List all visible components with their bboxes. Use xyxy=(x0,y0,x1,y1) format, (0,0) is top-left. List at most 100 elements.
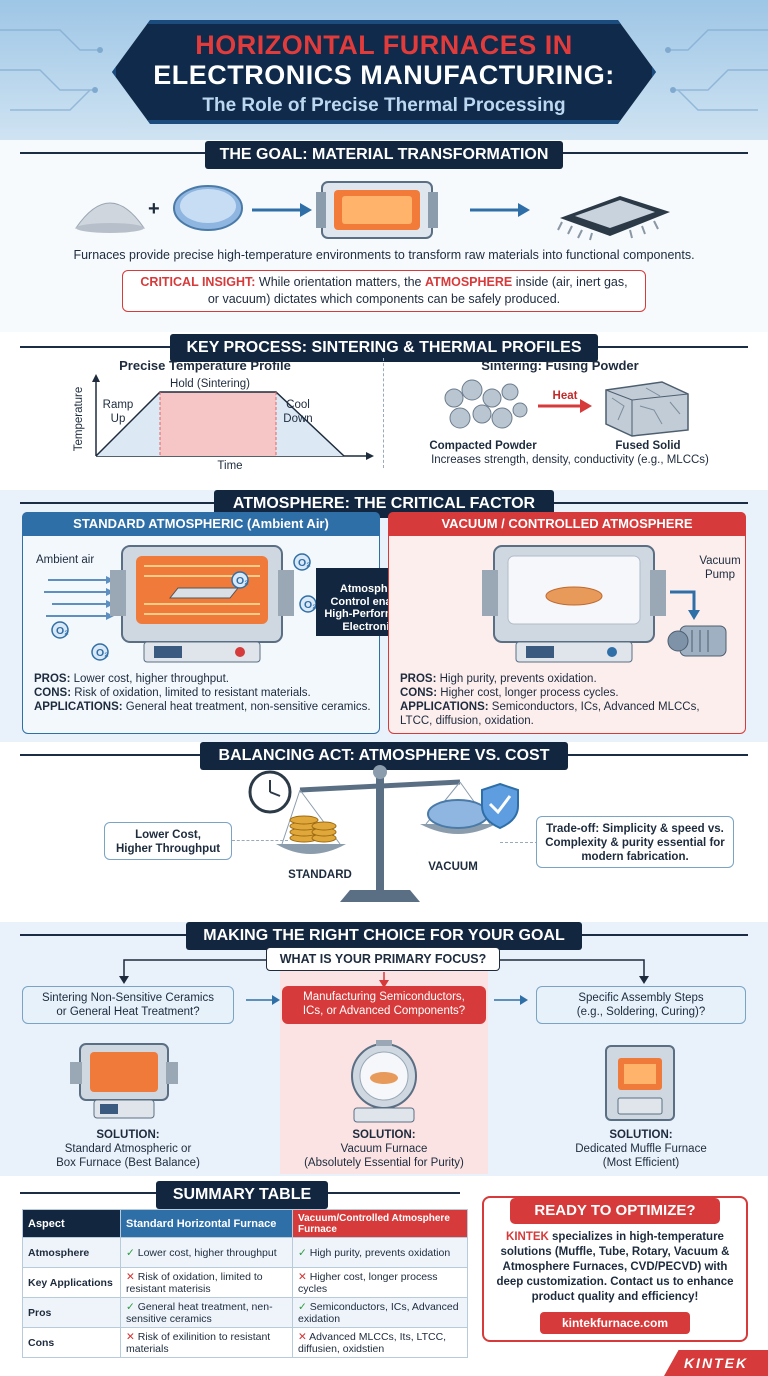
decision-tree-lines xyxy=(119,959,649,1005)
table-cell-vacuum: ✕ Advanced MLCCs, Its, LTCC, diffusien, … xyxy=(292,1327,468,1358)
vacuum-pump-icon xyxy=(667,625,727,657)
sintering-benefit: Increases strength, density, conductivit… xyxy=(431,454,709,466)
powder-label: Compacted Powder xyxy=(429,440,537,452)
page-title-line2: ELECTRONICS MANUFACTURING: xyxy=(153,60,615,90)
primary-focus-question: WHAT IS YOUR PRIMARY FOCUS? xyxy=(266,947,500,971)
table-cell-vacuum: ✓ Semiconductors, ICs, Advanced exidatio… xyxy=(292,1297,468,1328)
divider xyxy=(383,358,384,468)
arrow-right-icon xyxy=(470,203,530,217)
y-axis-label: Temperature xyxy=(73,386,85,452)
table-cell-vacuum: ✓ High purity, prevents oxidation xyxy=(292,1237,468,1268)
table-row: Pros✓ General heat treatment, nen-sensit… xyxy=(22,1297,468,1328)
heat-label: Heat xyxy=(552,390,578,402)
solution-label: SOLUTION: xyxy=(352,1129,416,1141)
vacuum-details: PROS: High purity, prevents oxidation. C… xyxy=(400,673,700,727)
section-title-balance: BALANCING ACT: ATMOSPHERE VS. COST xyxy=(200,742,568,770)
tradeoff-box: Trade-off: Simplicity & speed vs.Complex… xyxy=(536,816,734,868)
shield-check-icon xyxy=(481,782,519,830)
table-row: Cons✕ Risk of exilinition to resistant m… xyxy=(22,1327,468,1358)
vacuum-furnace-illustration xyxy=(482,545,727,663)
critical-insight-box: CRITICAL INSIGHT: While orientation matt… xyxy=(122,270,646,312)
option-assembly[interactable]: Specific Assembly Steps(e.g., Soldering,… xyxy=(536,986,746,1024)
summary-table: Aspect Standard Horizontal Furnace Vacuu… xyxy=(22,1209,468,1358)
lower-cost-box: Lower Cost,Higher Throughput xyxy=(104,822,232,860)
o2-label: O₂ xyxy=(56,625,69,637)
cta-title: READY TO OPTIMIZE? xyxy=(510,1198,720,1224)
standard-label: STANDARD xyxy=(288,869,352,881)
o2-label: O₂ xyxy=(236,575,249,587)
wafer-icon xyxy=(173,185,243,231)
table-header: Standard Horizontal Furnace xyxy=(120,1209,293,1238)
insight-text: inside (air, inert gas, xyxy=(512,275,628,289)
insight-text: or vacuum) dictates which components can… xyxy=(207,292,561,306)
temperature-profile-graph xyxy=(92,374,374,460)
muffle-furnace-icon xyxy=(605,1045,675,1121)
insight-highlight: ATMOSPHERE xyxy=(424,275,513,289)
box-furnace-icon xyxy=(70,1043,178,1119)
kintek-logo: KINTEK xyxy=(664,1350,768,1376)
coin-stack-icon xyxy=(289,815,337,843)
circuit-pattern-icon xyxy=(0,29,768,111)
arrow-right-icon xyxy=(252,203,312,217)
hold-label: Hold (Sintering) xyxy=(170,378,250,390)
microchip-icon xyxy=(557,196,670,241)
solution-label: SOLUTION: xyxy=(96,1129,160,1141)
balance-scale-illustration xyxy=(248,765,519,902)
website-link[interactable]: kintekfurnace.com xyxy=(540,1312,690,1334)
page-title-line1: HORIZONTAL FURNACES IN xyxy=(195,30,573,60)
fused-solid-icon xyxy=(605,381,689,437)
table-cell-aspect: Cons xyxy=(22,1327,121,1358)
compacted-powder-icon xyxy=(444,379,528,429)
o2-label: O₂ xyxy=(304,599,317,611)
powder-pile-icon xyxy=(75,202,145,233)
insight-text: While orientation matters, the xyxy=(255,275,425,289)
standard-details: PROS: Lower cost, higher throughput. CON… xyxy=(34,673,371,713)
standard-furnace-illustration xyxy=(44,545,317,663)
clock-icon xyxy=(248,770,292,814)
table-header: Vacuum/Controlled Atmosphere Furnace xyxy=(292,1209,468,1238)
standard-panel-title: STANDARD ATMOSPHERIC (Ambient Air) xyxy=(22,512,380,536)
scale-icon xyxy=(276,765,496,902)
fusing-title: Sintering: Fusing Powder xyxy=(481,358,639,373)
page-subtitle: The Role of Precise Thermal Processing xyxy=(202,95,566,116)
vacuum-panel-title: VACUUM / CONTROLLED ATMOSPHERE xyxy=(388,512,746,536)
insight-label: CRITICAL INSIGHT: xyxy=(140,275,256,289)
cta-text: KINTEK specializes in high-temperature s… xyxy=(496,1231,734,1303)
solid-label: Fused Solid xyxy=(615,440,681,452)
furnace-tube-icon xyxy=(316,181,438,239)
solution-label: SOLUTION: xyxy=(609,1129,673,1141)
solution-vacuum: Vacuum Furnace(Absolutely Essential for … xyxy=(304,1143,464,1169)
plus-sign: + xyxy=(148,198,160,220)
vacuum-furnace-icon xyxy=(351,1040,417,1123)
section-title-choice: MAKING THE RIGHT CHOICE FOR YOUR GOAL xyxy=(186,922,582,950)
o2-label: O₂ xyxy=(298,557,311,569)
option-semiconductors[interactable]: Manufacturing Semiconductors,ICs, or Adv… xyxy=(282,986,486,1024)
wafer-icon xyxy=(427,799,489,829)
vacuum-furnace-icon xyxy=(482,545,666,663)
table-cell-standard: ✓ Lower cost, higher throughput xyxy=(120,1237,293,1268)
table-cell-aspect: Key Applications xyxy=(22,1267,121,1298)
box-furnace-icon xyxy=(110,545,294,663)
goal-description: Furnaces provide precise high-temperatur… xyxy=(73,248,695,262)
table-cell-aspect: Atmosphere xyxy=(22,1237,121,1268)
section-title-sintering: KEY PROCESS: SINTERING & THERMAL PROFILE… xyxy=(170,334,598,362)
connector-line xyxy=(500,842,538,843)
title-banner xyxy=(112,20,656,124)
arrow-right-icon xyxy=(580,399,592,413)
table-cell-vacuum: ✕ Higher cost, longer process cycles xyxy=(292,1267,468,1298)
table-cell-standard: ✕ Risk of oxidation, limited to resistan… xyxy=(120,1267,293,1298)
airflow-icon xyxy=(44,579,106,617)
o2-label: O₂ xyxy=(96,647,109,659)
oxygen-molecule-icon xyxy=(51,553,317,661)
section-title-goal: THE GOAL: MATERIAL TRANSFORMATION xyxy=(205,141,563,169)
table-header: Aspect xyxy=(22,1209,121,1238)
table-cell-aspect: Pros xyxy=(22,1297,121,1328)
table-cell-standard: ✓ General heat treatment, nen-sensitive … xyxy=(120,1297,293,1328)
sintering-illustration xyxy=(444,379,689,437)
connector-line xyxy=(232,840,288,841)
section-title-summary: SUMMARY TABLE xyxy=(156,1181,328,1209)
